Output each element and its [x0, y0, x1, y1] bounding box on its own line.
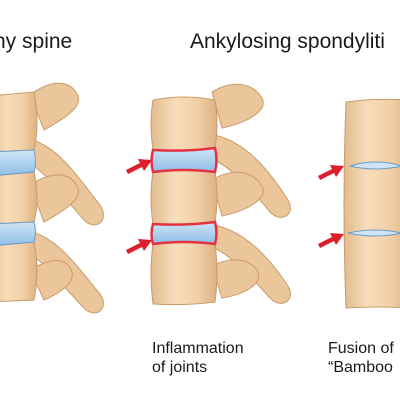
red-arrow-icon: [318, 233, 344, 248]
fused-spine: [343, 98, 400, 309]
fused-disc-remnant-upper: [348, 161, 400, 170]
fused-vertebral-column: [343, 98, 400, 309]
fused-disc-remnant-lower: [347, 229, 400, 237]
inflamed-spine: [150, 83, 291, 306]
ankylosing-spondylitis-title: Ankylosing spondyliti: [190, 30, 385, 53]
healthy-discs: [0, 149, 36, 246]
healthy-spine: [0, 82, 104, 314]
healthy-vertebrae: [0, 91, 38, 303]
inflamed-vertebrae: [150, 96, 218, 306]
red-arrow-icon: [318, 165, 344, 180]
red-arrow-icon: [126, 159, 152, 174]
healthy-spine-title: ny spine: [0, 30, 73, 53]
inflammation-caption: Inflammation of joints: [152, 340, 244, 376]
inflamed-discs: [150, 146, 218, 246]
fusion-caption: Fusion of “Bamboo: [328, 340, 394, 376]
healthy-processes: [29, 82, 104, 314]
red-arrow-icon: [126, 239, 152, 254]
inflamed-processes: [211, 83, 291, 304]
